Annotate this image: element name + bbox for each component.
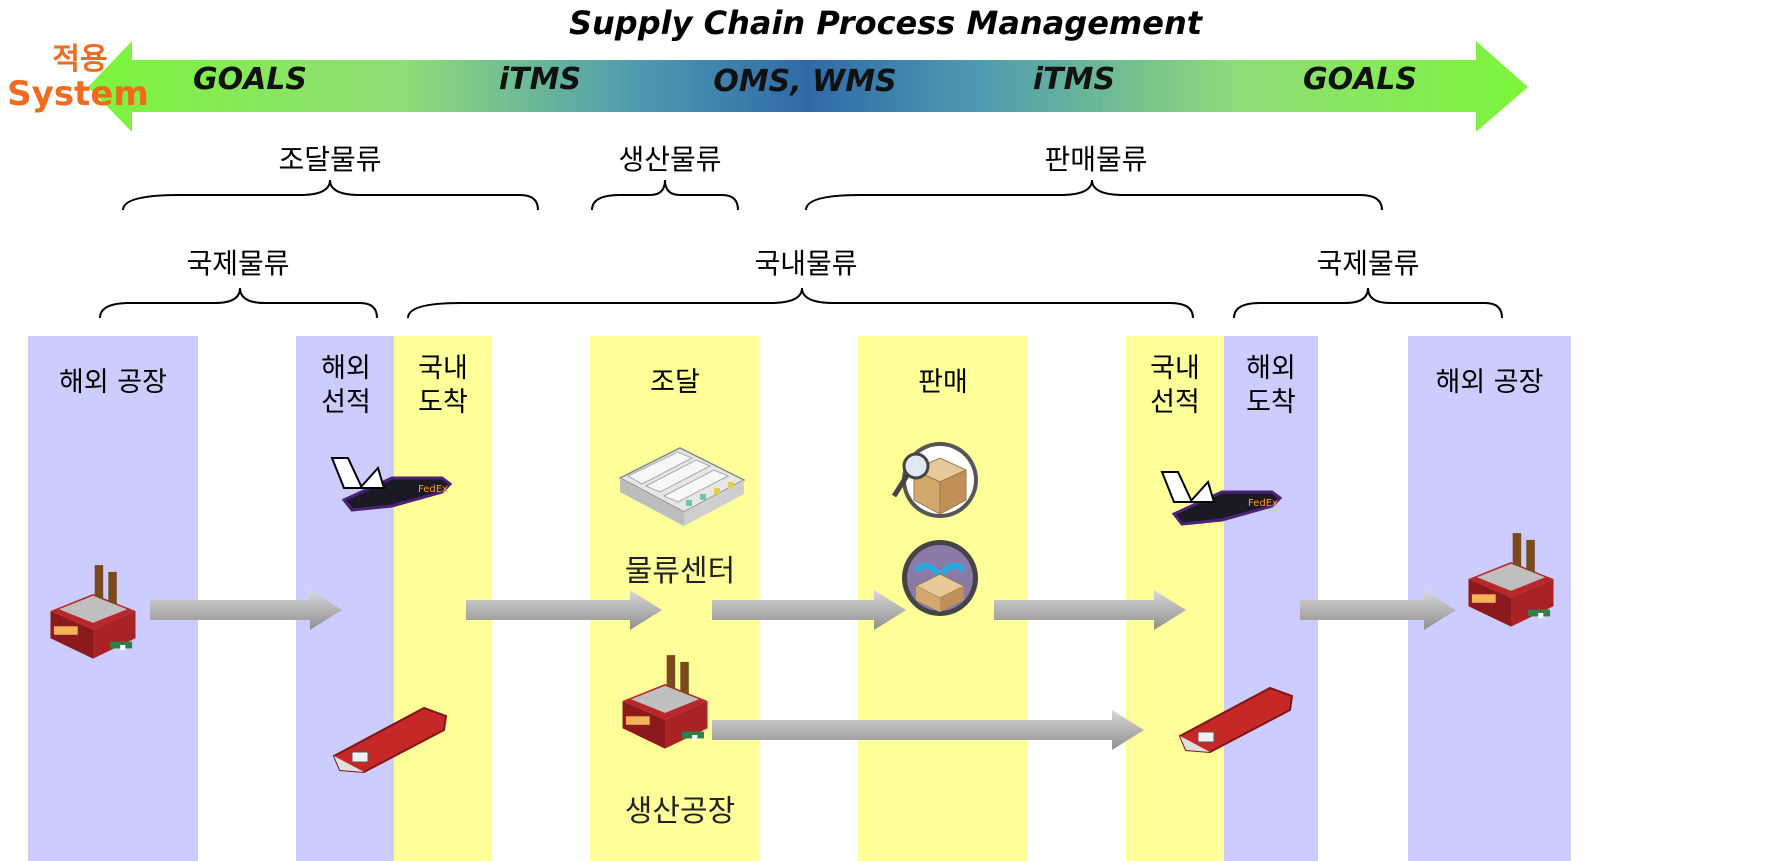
warehouse-icon	[618, 447, 746, 526]
system-label-korean: 적용	[52, 42, 108, 77]
brace-production	[591, 179, 739, 211]
process-columns	[28, 336, 1571, 861]
brace-intl-right	[1233, 287, 1503, 319]
flow-arrows	[150, 590, 1456, 750]
group-sales-logistics: 판매물류	[1044, 143, 1148, 176]
column-label-procurement: 조달	[650, 367, 700, 398]
system-band-arrow	[88, 41, 1528, 132]
arrow-icon	[466, 590, 662, 630]
arrow-icon	[994, 590, 1186, 630]
system-goals-right: GOALS	[1302, 62, 1418, 97]
system-goals-left: GOALS	[192, 62, 308, 97]
column-overseas-arrival	[1224, 336, 1318, 861]
column-domestic-arrival	[394, 336, 492, 861]
group-production-logistics: 생산물류	[618, 143, 722, 176]
arrow-icon	[712, 590, 906, 630]
arrow-icon	[1300, 590, 1456, 630]
brace-domestic	[407, 287, 1194, 319]
group-international-left: 국제물류	[186, 247, 290, 280]
column-domestic-shipping	[1126, 336, 1224, 861]
group-braces	[99, 179, 1503, 319]
page-title: Supply Chain Process Management	[568, 4, 1203, 42]
arrow-icon	[712, 710, 1144, 750]
column-label-sales: 판매	[918, 367, 968, 398]
group-international-right: 국제물류	[1316, 247, 1420, 280]
column-label-overseas-arrival: 해외 도착	[1246, 353, 1296, 418]
label-distribution-center: 물류센터	[624, 554, 736, 589]
box-handshake-icon	[902, 540, 978, 616]
column-label-domestic-shipping: 국내 선적	[1150, 353, 1200, 418]
brace-procurement	[122, 179, 539, 211]
column-label-overseas-shipping: 해외 선적	[321, 353, 371, 418]
column-label-overseas-factory: 해외 공장	[59, 367, 167, 398]
column-procurement	[590, 336, 760, 861]
column-label-domestic-arrival: 국내 도착	[418, 353, 468, 418]
group-procurement-logistics: 조달물류	[278, 143, 382, 176]
brace-sales	[805, 179, 1383, 211]
system-itms-right: iTMS	[1032, 62, 1116, 97]
system-label-english: System	[7, 74, 149, 114]
system-itms-left: iTMS	[498, 62, 582, 97]
arrow-icon	[150, 590, 342, 630]
label-production-factory: 생산공장	[624, 794, 736, 829]
system-oms-wms: OMS, WMS	[713, 64, 897, 99]
group-domestic: 국내물류	[754, 247, 858, 280]
column-label-overseas-factory-right: 해외 공장	[1435, 367, 1544, 398]
box-search-icon	[891, 442, 978, 518]
brace-intl-left	[99, 287, 378, 319]
